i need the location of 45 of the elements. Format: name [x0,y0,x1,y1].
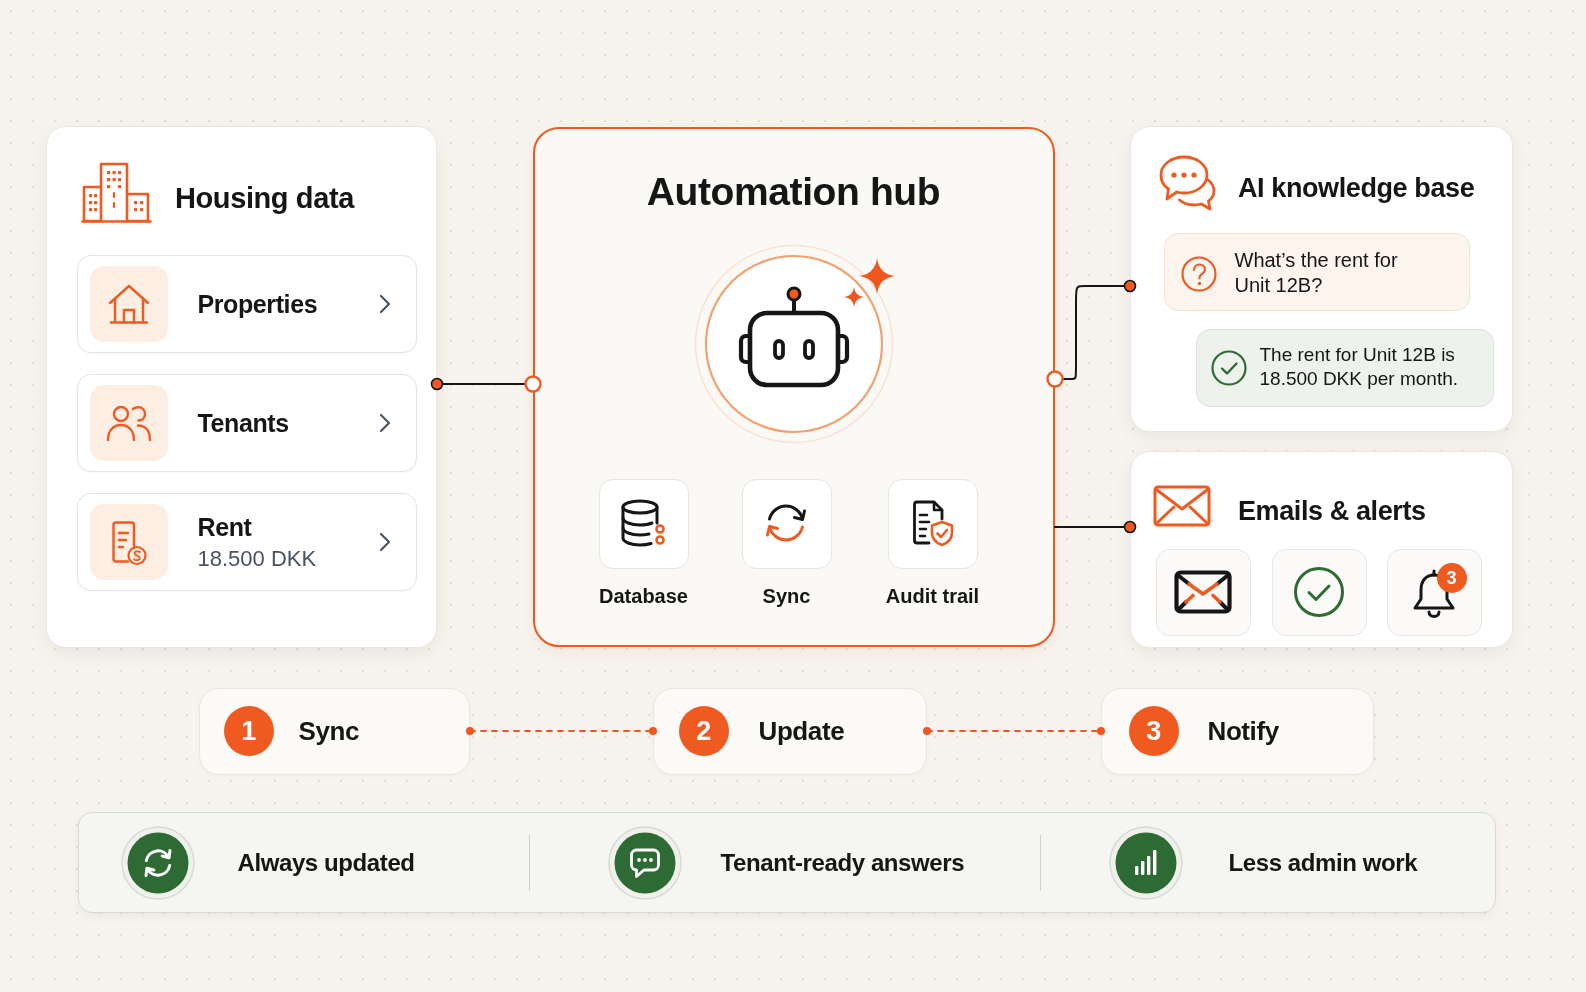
row-label: Tenants [197,407,290,439]
row-label: Rent [197,511,253,543]
row-label: Properties [197,288,319,320]
tile-label: Database [598,583,689,609]
icon-tile [1272,549,1367,636]
rent-amount: 18.500 DKK [197,544,318,573]
step-digit: 3 [1145,714,1162,747]
step-card [1101,688,1374,775]
connector [430,375,542,393]
panel [1130,451,1513,648]
list-row [77,374,417,472]
connector [923,727,1105,735]
question-text: What’s the rent for Unit 12B? [1234,247,1399,298]
list-row [77,255,417,353]
answer-text: The rent for Unit 12B is 18.500 DKK per month. [1259,342,1460,391]
hub-title: Automation hub [645,168,942,215]
tile-label: Sync [761,583,812,609]
step-card [653,688,927,775]
benefit-label: Tenant-ready answers [720,847,966,878]
panel-title: Emails & alerts [1238,495,1427,528]
notification-badge [1436,562,1467,593]
panel-title: AI knowledge base [1238,172,1476,205]
benefit-label: Always updated [237,847,416,878]
step-label: Notify [1207,714,1280,747]
step-label: Sync [298,714,361,747]
icon-tile [1156,549,1251,636]
notification-count: 3 [1445,566,1458,590]
tile-label: Audit trail [884,583,981,609]
step-digit: 1 [240,714,257,747]
hub-panel [533,127,1055,647]
connector [1054,520,1137,534]
panel-title: Housing data [175,181,356,216]
answer-bubble [1196,329,1494,407]
panel [1130,126,1513,432]
question-bubble [1164,233,1470,311]
step-label: Update [758,714,846,747]
icon-tile [1387,549,1482,636]
connector [466,727,657,735]
panel [46,126,437,648]
benefits-bar [78,812,1496,913]
step-card [199,688,470,775]
connector [1046,279,1137,388]
list-row [77,493,417,591]
benefit-label: Less admin work [1228,847,1419,878]
step-digit: 2 [695,714,712,747]
